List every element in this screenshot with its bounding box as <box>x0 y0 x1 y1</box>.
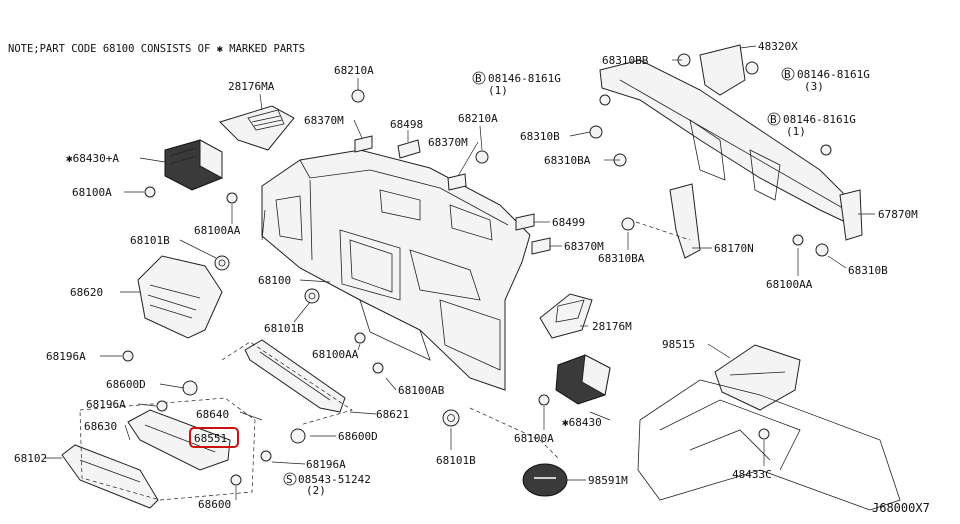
label-68170n: 68170N <box>714 242 754 255</box>
label-68310bb: 68310BB <box>602 54 649 67</box>
label-68370m-3: 68370M <box>564 240 604 253</box>
label-68101b-2: 68101B <box>264 322 304 335</box>
fasteners <box>122 53 832 486</box>
label-68196a-3: 68196A <box>306 458 346 471</box>
unit-68430 <box>555 354 611 405</box>
label-68100ab: 68100AB <box>398 384 445 397</box>
label-qty-3: (3) <box>804 80 824 93</box>
label-68630: 68630 <box>84 420 117 433</box>
label-48320x: 48320X <box>758 40 798 53</box>
label-68196a-2: 68196A <box>86 398 126 411</box>
label-67870m: 67870M <box>878 208 918 221</box>
glove-box-68620 <box>137 255 223 339</box>
svg-text:B: B <box>475 72 482 85</box>
label-68430: ✱68430 <box>562 416 602 429</box>
label-68310b-2: 68310B <box>848 264 888 277</box>
label-08146-8161g-2: 08146-8161G <box>797 68 870 81</box>
label-68600d-2: 68600D <box>338 430 378 443</box>
marker-s: S <box>283 472 297 486</box>
label-08146-8161g-3: 08146-8161G <box>783 113 856 126</box>
label-68100a-1: 68100A <box>72 186 112 199</box>
label-68551: 68551 <box>194 432 227 445</box>
tray-68621 <box>244 339 346 413</box>
label-68100a-2: 68100A <box>514 432 554 445</box>
leader-lines <box>44 45 875 500</box>
label-68370m-1: 68370M <box>304 114 344 127</box>
label-68310ba-1: 68310BA <box>544 154 591 167</box>
label-68600: 68600 <box>198 498 231 511</box>
group-frame-lower <box>79 397 256 501</box>
vent-28176m <box>539 293 593 339</box>
label-68101b-1: 68101B <box>130 234 170 247</box>
part-labels: 28176MA 68210A 68370M 68498 68210A 68370… <box>14 40 918 511</box>
label-68370m-2: 68370M <box>428 136 468 149</box>
label-28176ma: 28176MA <box>228 80 275 93</box>
small-parts <box>354 135 551 255</box>
label-98591m: 98591M <box>588 474 628 487</box>
marker-b-1: B <box>472 71 486 85</box>
label-68100aa-3: 68100AA <box>766 278 813 291</box>
vent-28176ma <box>219 105 295 151</box>
label-68621: 68621 <box>376 408 409 421</box>
airbag-98515 <box>714 344 801 411</box>
label-48433c: 48433C <box>732 468 772 481</box>
label-68100: 68100 <box>258 274 291 287</box>
label-08543-51242: 08543-51242 <box>298 473 371 486</box>
label-68310ba-2: 68310BA <box>598 252 645 265</box>
label-68430a: ✱68430+A <box>66 152 119 165</box>
label-28176m: 28176M <box>592 320 632 333</box>
highlight-68551 <box>189 427 239 448</box>
part-code-note: NOTE;PART CODE 68100 CONSISTS OF ✱ MARKE… <box>8 43 305 55</box>
label-qty-1a: (1) <box>488 84 508 97</box>
dashboard-inset <box>637 379 901 511</box>
svg-text:S: S <box>286 473 293 486</box>
svg-text:B: B <box>784 68 791 81</box>
label-98515: 98515 <box>662 338 695 351</box>
marker-b-3: B <box>767 112 781 126</box>
label-68600d-1: 68600D <box>106 378 146 391</box>
label-68620: 68620 <box>70 286 103 299</box>
label-68498: 68498 <box>390 118 423 131</box>
label-68196a-1: 68196A <box>46 350 86 363</box>
group-frame-tray <box>221 341 353 426</box>
instrument-panel-68100 <box>261 149 531 391</box>
svg-text:B: B <box>770 113 777 126</box>
label-68100aa-1: 68100AA <box>194 224 241 237</box>
marker-b-2: B <box>781 67 795 81</box>
label-68640: 68640 <box>196 408 229 421</box>
label-qty-1b: (1) <box>786 125 806 138</box>
label-68102: 68102 <box>14 452 47 465</box>
label-qty-2: (2) <box>306 484 326 497</box>
label-68210a-2: 68210A <box>458 112 498 125</box>
panel-68102 <box>61 444 159 509</box>
label-68310b-1: 68310B <box>520 130 560 143</box>
label-68210a-1: 68210A <box>334 64 374 77</box>
label-68101b-3: 68101B <box>436 454 476 467</box>
label-08146-8161g-1: 08146-8161G <box>488 72 561 85</box>
emblem-98591m <box>522 463 568 497</box>
diagram-code: J68000X7 <box>872 501 930 515</box>
unit-68430a <box>164 139 223 191</box>
steering-member-67870m <box>599 44 863 259</box>
label-68100aa-2: 68100AA <box>312 348 359 361</box>
label-68499: 68499 <box>552 216 585 229</box>
